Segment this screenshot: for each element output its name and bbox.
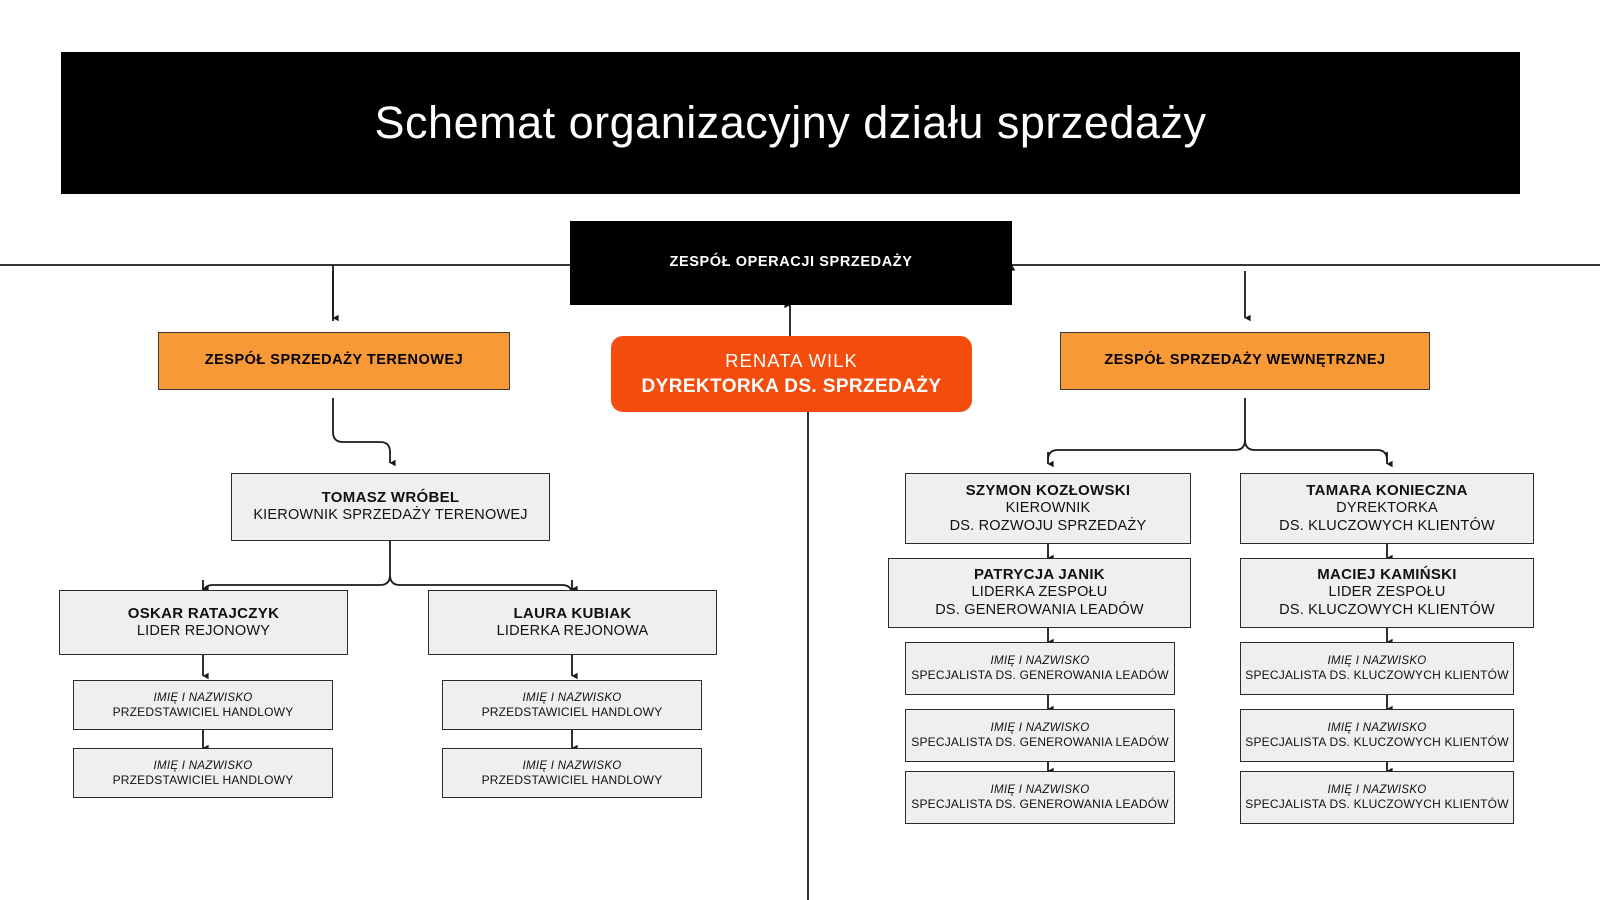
node-person-role-line1: LIDER REJONOWY bbox=[136, 622, 271, 639]
node-person-name: IMIĘ I NAZWISKO bbox=[522, 759, 622, 772]
node-person-name: IMIĘ I NAZWISKO bbox=[990, 655, 1090, 668]
node-person-name: IMIĘ I NAZWISKO bbox=[1327, 722, 1427, 735]
node-person-role-line1: KIEROWNIK SPRZEDAŻY TERENOWEJ bbox=[253, 507, 528, 524]
node-szymon-kozlowski[interactable]: SZYMON KOZŁOWSKI KIEROWNIK DS. ROZWOJU S… bbox=[905, 473, 1191, 544]
node-person-name: SZYMON KOZŁOWSKI bbox=[965, 481, 1131, 499]
node-key-account-specialist-1[interactable]: IMIĘ I NAZWISKO SPECJALISTA DS. KLUCZOWY… bbox=[1240, 642, 1514, 695]
node-patrycja-janik[interactable]: PATRYCJA JANIK LIDERKA ZESPOŁU DS. GENER… bbox=[888, 558, 1191, 628]
node-lead-specialist-3[interactable]: IMIĘ I NAZWISKO SPECJALISTA DS. GENEROWA… bbox=[905, 771, 1175, 824]
node-person-role: SPECJALISTA DS. KLUCZOWYCH KLIENTÓW bbox=[1245, 735, 1509, 750]
node-title: ZESPÓŁ SPRZEDAŻY TERENOWEJ bbox=[204, 352, 464, 369]
node-person-name: IMIĘ I NAZWISKO bbox=[1327, 655, 1427, 668]
node-director-renata-wilk[interactable]: RENATA WILK DYREKTORKA DS. SPRZEDAŻY bbox=[611, 336, 972, 412]
wire-fieldteam-to-tomasz bbox=[332, 398, 396, 467]
node-person-role-line1: LIDERKA ZESPOŁU bbox=[971, 584, 1108, 601]
node-person-name: TAMARA KONIECZNA bbox=[1306, 481, 1468, 499]
node-rep-laura-1[interactable]: IMIĘ I NAZWISKO PRZEDSTAWICIEL HANDLOWY bbox=[442, 680, 702, 730]
node-laura-kubiak[interactable]: LAURA KUBIAK LIDERKA REJONOWA bbox=[428, 590, 717, 655]
node-person-role: SPECJALISTA DS. KLUCZOWYCH KLIENTÓW bbox=[1245, 797, 1509, 812]
node-person-name: IMIĘ I NAZWISKO bbox=[522, 691, 622, 704]
node-person-role: SPECJALISTA DS. GENEROWANIA LEADÓW bbox=[911, 735, 1169, 750]
node-maciej-kaminski[interactable]: MACIEJ KAMIŃSKI LIDER ZESPOŁU DS. KLUCZO… bbox=[1240, 558, 1534, 628]
node-person-role-line2: DS. KLUCZOWYCH KLIENTÓW bbox=[1279, 602, 1495, 619]
node-rep-oskar-1[interactable]: IMIĘ I NAZWISKO PRZEDSTAWICIEL HANDLOWY bbox=[73, 680, 333, 730]
node-person-name: RENATA WILK bbox=[725, 349, 858, 371]
node-lead-specialist-2[interactable]: IMIĘ I NAZWISKO SPECJALISTA DS. GENEROWA… bbox=[905, 709, 1175, 762]
wire-insideteam-to-szymon-h bbox=[1047, 439, 1246, 461]
node-person-role-line1: LIDER ZESPOŁU bbox=[1328, 584, 1446, 601]
node-inside-sales-team[interactable]: ZESPÓŁ SPRZEDAŻY WEWNĘTRZNEJ bbox=[1060, 332, 1430, 390]
node-person-role-line2: DS. KLUCZOWYCH KLIENTÓW bbox=[1279, 517, 1495, 534]
node-key-account-specialist-3[interactable]: IMIĘ I NAZWISKO SPECJALISTA DS. KLUCZOWY… bbox=[1240, 771, 1514, 824]
node-person-role: PRZEDSTAWICIEL HANDLOWY bbox=[481, 772, 663, 787]
page-title-banner: Schemat organizacyjny działu sprzedaży bbox=[61, 52, 1520, 194]
node-person-role: PRZEDSTAWICIEL HANDLOWY bbox=[481, 704, 663, 719]
node-tomasz-wrobel[interactable]: TOMASZ WRÓBEL KIEROWNIK SPRZEDAŻY TERENO… bbox=[231, 473, 550, 541]
node-tamara-konieczna[interactable]: TAMARA KONIECZNA DYREKTORKA DS. KLUCZOWY… bbox=[1240, 473, 1534, 544]
page-title: Schemat organizacyjny działu sprzedaży bbox=[374, 97, 1207, 148]
node-person-name: MACIEJ KAMIŃSKI bbox=[1317, 566, 1457, 584]
node-key-account-specialist-2[interactable]: IMIĘ I NAZWISKO SPECJALISTA DS. KLUCZOWY… bbox=[1240, 709, 1514, 762]
node-person-name: IMIĘ I NAZWISKO bbox=[1327, 784, 1427, 797]
node-title: ZESPÓŁ SPRZEDAŻY WEWNĘTRZNEJ bbox=[1104, 352, 1386, 369]
node-person-role: DYREKTORKA DS. SPRZEDAŻY bbox=[641, 376, 942, 398]
node-person-role: SPECJALISTA DS. GENEROWANIA LEADÓW bbox=[911, 797, 1169, 812]
node-person-name: IMIĘ I NAZWISKO bbox=[153, 759, 253, 772]
node-person-role-line2: DS. GENEROWANIA LEADÓW bbox=[935, 602, 1144, 619]
node-person-name: PATRYCJA JANIK bbox=[974, 566, 1105, 584]
node-rep-laura-2[interactable]: IMIĘ I NAZWISKO PRZEDSTAWICIEL HANDLOWY bbox=[442, 748, 702, 798]
node-person-role-line1: LIDERKA REJONOWA bbox=[496, 622, 649, 639]
node-title: ZESPÓŁ OPERACJI SPRZEDAŻY bbox=[669, 254, 913, 271]
node-person-name: IMIĘ I NAZWISKO bbox=[990, 784, 1090, 797]
node-field-sales-team[interactable]: ZESPÓŁ SPRZEDAŻY TERENOWEJ bbox=[158, 332, 510, 390]
node-oskar-ratajczyk[interactable]: OSKAR RATAJCZYK LIDER REJONOWY bbox=[59, 590, 348, 655]
node-lead-specialist-1[interactable]: IMIĘ I NAZWISKO SPECJALISTA DS. GENEROWA… bbox=[905, 642, 1175, 695]
node-person-name: IMIĘ I NAZWISKO bbox=[990, 722, 1090, 735]
node-person-role-line2: DS. ROZWOJU SPRZEDAŻY bbox=[949, 517, 1147, 534]
wire-insideteam-to-tamara-h bbox=[1244, 439, 1388, 461]
node-person-name: TOMASZ WRÓBEL bbox=[321, 489, 460, 506]
node-person-name: LAURA KUBIAK bbox=[513, 604, 632, 622]
node-person-role: PRZEDSTAWICIEL HANDLOWY bbox=[112, 704, 294, 719]
node-rep-oskar-2[interactable]: IMIĘ I NAZWISKO PRZEDSTAWICIEL HANDLOWY bbox=[73, 748, 333, 798]
node-person-role-line1: KIEROWNIK bbox=[1005, 499, 1091, 516]
node-person-name: IMIĘ I NAZWISKO bbox=[153, 691, 253, 704]
node-person-role: PRZEDSTAWICIEL HANDLOWY bbox=[112, 772, 294, 787]
node-person-role: SPECJALISTA DS. GENEROWANIA LEADÓW bbox=[911, 668, 1169, 683]
node-person-name: OSKAR RATAJCZYK bbox=[127, 604, 280, 622]
node-person-role-line1: DYREKTORKA bbox=[1336, 499, 1438, 516]
node-person-role: SPECJALISTA DS. KLUCZOWYCH KLIENTÓW bbox=[1245, 668, 1509, 683]
node-sales-operations-team[interactable]: ZESPÓŁ OPERACJI SPRZEDAŻY bbox=[570, 221, 1012, 305]
